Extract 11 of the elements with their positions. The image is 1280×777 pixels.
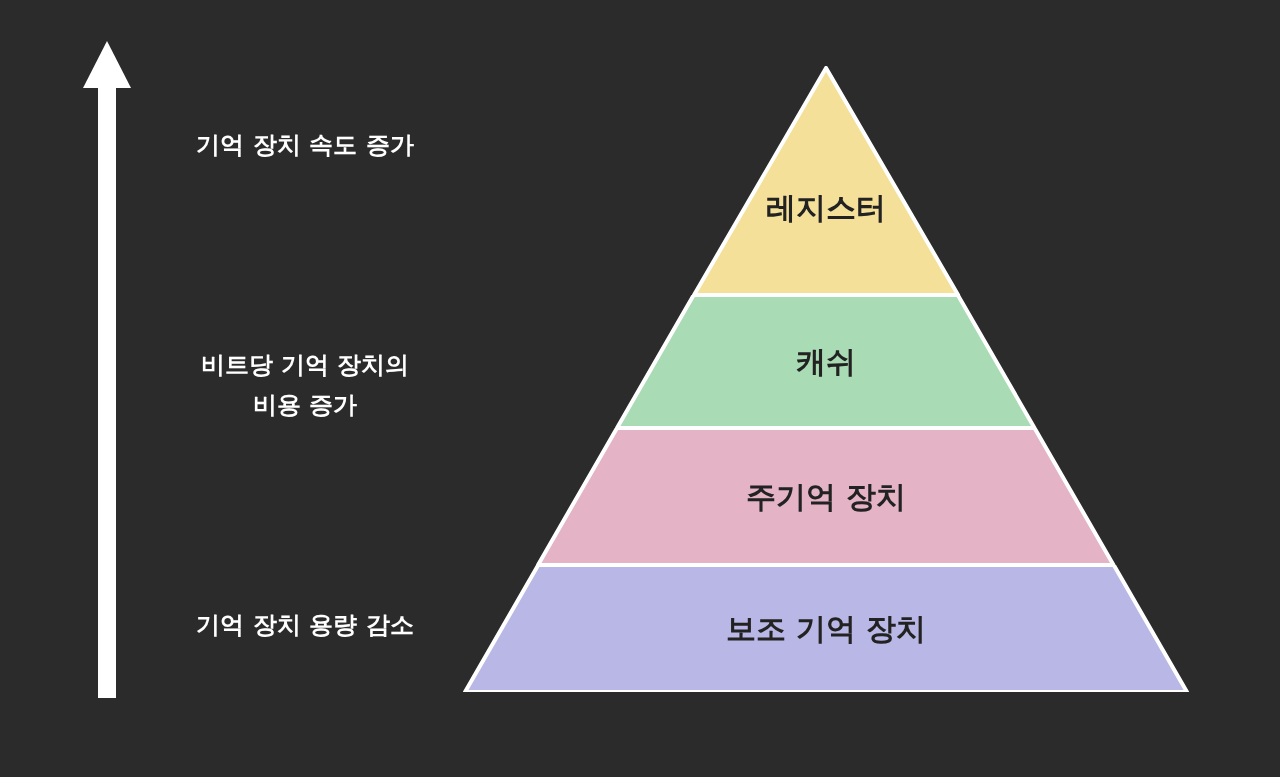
pyramid-tier: [462, 565, 1190, 692]
axis-note: 기억 장치 용량 감소: [195, 610, 415, 641]
tier-label: 보조 기억 장치: [724, 609, 928, 648]
pyramid-tier: [614, 295, 1038, 428]
tier-label: 캐쉬: [795, 342, 857, 381]
tier-label: 레지스터: [765, 188, 887, 227]
pyramid-tier: [535, 428, 1117, 565]
axis-note: 기억 장치 속도 증가: [195, 130, 415, 161]
axis-note: 비트당 기억 장치의 비용 증가: [199, 350, 411, 421]
tier-label: 주기억 장치: [744, 477, 908, 516]
pyramid-tier: [690, 66, 962, 295]
